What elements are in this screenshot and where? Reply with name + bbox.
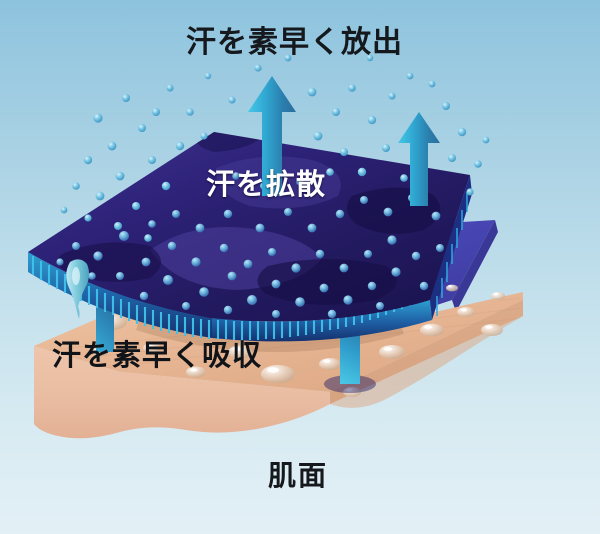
label-skin-surface: 肌面 [268, 459, 329, 492]
label-release-sweat: 汗を素早く放出 [186, 25, 403, 60]
label-absorb-sweat: 汗を素早く吸収 [52, 338, 263, 372]
arrow-up-top-center [248, 76, 296, 196]
drip-droplet [66, 259, 90, 319]
outer-fabric-sheet [28, 132, 472, 342]
vapor-droplets [60, 54, 490, 242]
arrow-up-top-right [398, 112, 440, 206]
label-diffuse-sweat: 汗を拡散 [206, 167, 327, 201]
